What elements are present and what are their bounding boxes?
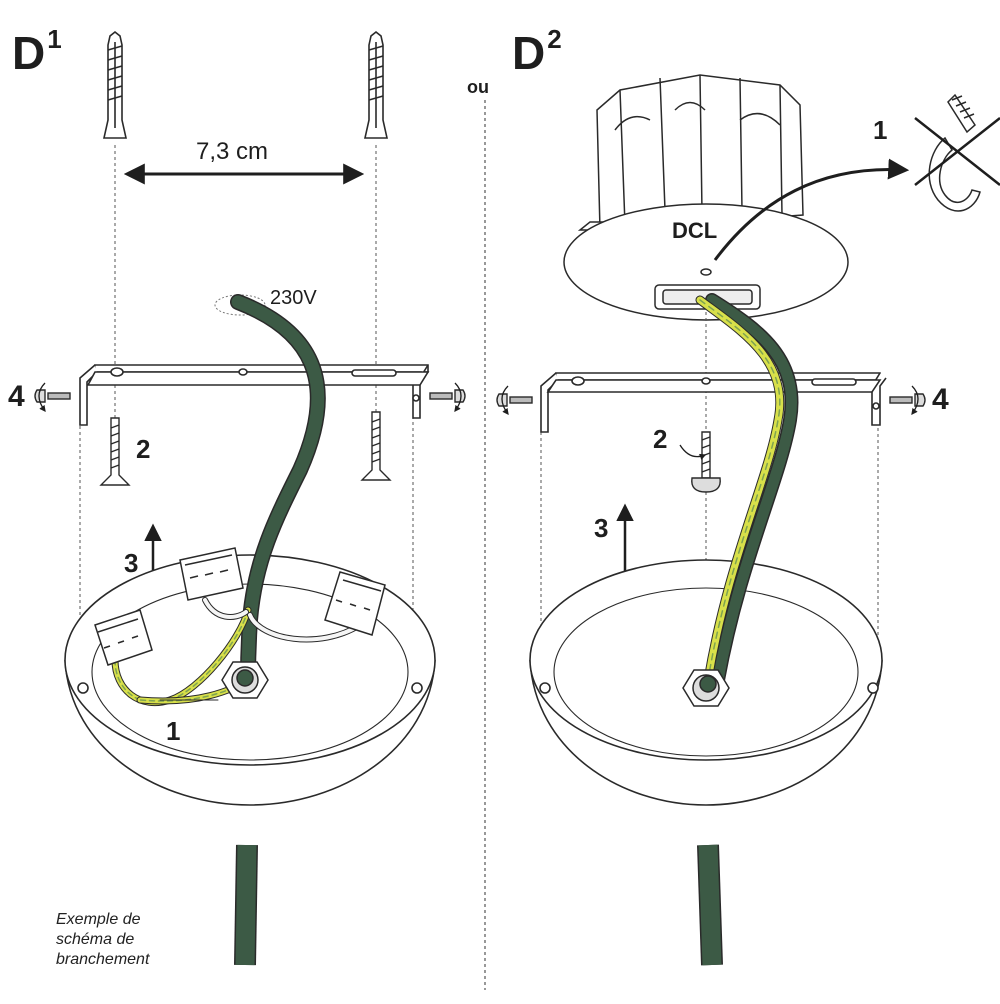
step-1-label: 1 xyxy=(873,115,888,145)
panel-label-d2: D2 xyxy=(512,26,562,79)
hook-icon xyxy=(928,93,981,212)
caption-line: Exemple de xyxy=(56,911,141,928)
connector-block-icon xyxy=(179,547,244,601)
voltage-label: 230V xyxy=(270,287,317,309)
wall-plug-icon xyxy=(364,30,388,139)
caption-line: branchement xyxy=(56,951,150,968)
caption-line: schéma de xyxy=(56,931,135,948)
remove-hook-arrow xyxy=(713,158,910,261)
rotate-arrow-icon xyxy=(679,444,707,460)
panel-index: 2 xyxy=(547,24,562,54)
step-2-label: 2 xyxy=(653,424,668,454)
panel-letter: D xyxy=(12,27,46,79)
step-3-label: 3 xyxy=(124,548,139,578)
wall-plug-icon xyxy=(103,30,127,139)
dcl-wires xyxy=(695,293,799,687)
panel-d2 xyxy=(496,74,1000,966)
separator-label: ou xyxy=(467,77,489,97)
panel-d1 xyxy=(34,30,466,966)
step-2-label: 2 xyxy=(136,434,151,464)
step-4-label: 4 xyxy=(932,383,949,416)
rotate-arrow-icon xyxy=(38,382,462,413)
wiring-caption: Exemple de schéma de branchement xyxy=(56,910,149,970)
screw-icon xyxy=(34,389,71,403)
cross-mark xyxy=(914,117,1000,186)
cable-gland-icon xyxy=(682,669,730,707)
connector-block-icon xyxy=(324,571,386,636)
screw-icon xyxy=(691,431,721,493)
mounting-bracket xyxy=(540,372,887,433)
rotate-arrow-icon xyxy=(501,385,919,416)
step-3-label: 3 xyxy=(594,513,609,543)
panel-letter: D xyxy=(512,27,546,79)
dcl-box xyxy=(563,74,849,321)
internal-wires xyxy=(111,597,363,707)
step-1-label: 1 xyxy=(166,716,181,746)
panel-index: 1 xyxy=(47,24,62,54)
screw-icon xyxy=(496,393,533,407)
screw-icon xyxy=(360,411,392,481)
step-4-label: 4 xyxy=(8,380,25,413)
panel-label-d1: D1 xyxy=(12,26,62,79)
screw-icon xyxy=(99,417,131,486)
connector-block-icon xyxy=(94,609,153,666)
distance-label: 7,3 cm xyxy=(196,138,269,165)
dcl-label: DCL xyxy=(672,218,718,243)
cable-gland-icon xyxy=(221,661,269,699)
screw-icon xyxy=(889,393,926,407)
screw-icon xyxy=(429,389,466,403)
